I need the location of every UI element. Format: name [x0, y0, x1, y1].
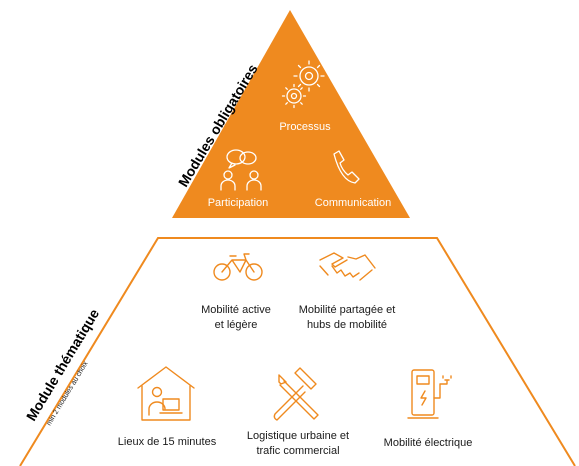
top-item-label-communication: Communication — [315, 197, 391, 209]
top-item-label-participation: Participation — [208, 197, 269, 209]
bicycle-icon — [213, 253, 263, 281]
top-item-label-processus: Processus — [279, 121, 331, 133]
bottom-item-label-active-line2: et légère — [215, 319, 258, 331]
phone-icon — [333, 150, 360, 184]
house-laptop-icon — [137, 366, 195, 421]
people-speech-icon — [220, 149, 262, 191]
charging-station-icon — [407, 369, 452, 419]
top-triangle — [172, 10, 410, 218]
bottom-trapezoid-outline — [19, 237, 576, 466]
bottom-item-label-active-line1: Mobilité active — [201, 304, 271, 316]
bottom-item-label-shared-line1: Mobilité partagée et — [299, 304, 396, 316]
gears-icon — [281, 60, 325, 109]
tools-icon — [273, 367, 319, 421]
handshake-icon — [319, 252, 376, 281]
bottom-item-label-logistics-line1: Logistique urbaine et — [247, 430, 349, 442]
bottom-item-label-electric: Mobilité électrique — [384, 437, 473, 449]
bottom-item-label-logistics-line2: trafic commercial — [256, 445, 339, 457]
bottom-item-label-15min: Lieux de 15 minutes — [118, 436, 217, 448]
bottom-item-label-shared-line2: hubs de mobilité — [307, 319, 387, 331]
